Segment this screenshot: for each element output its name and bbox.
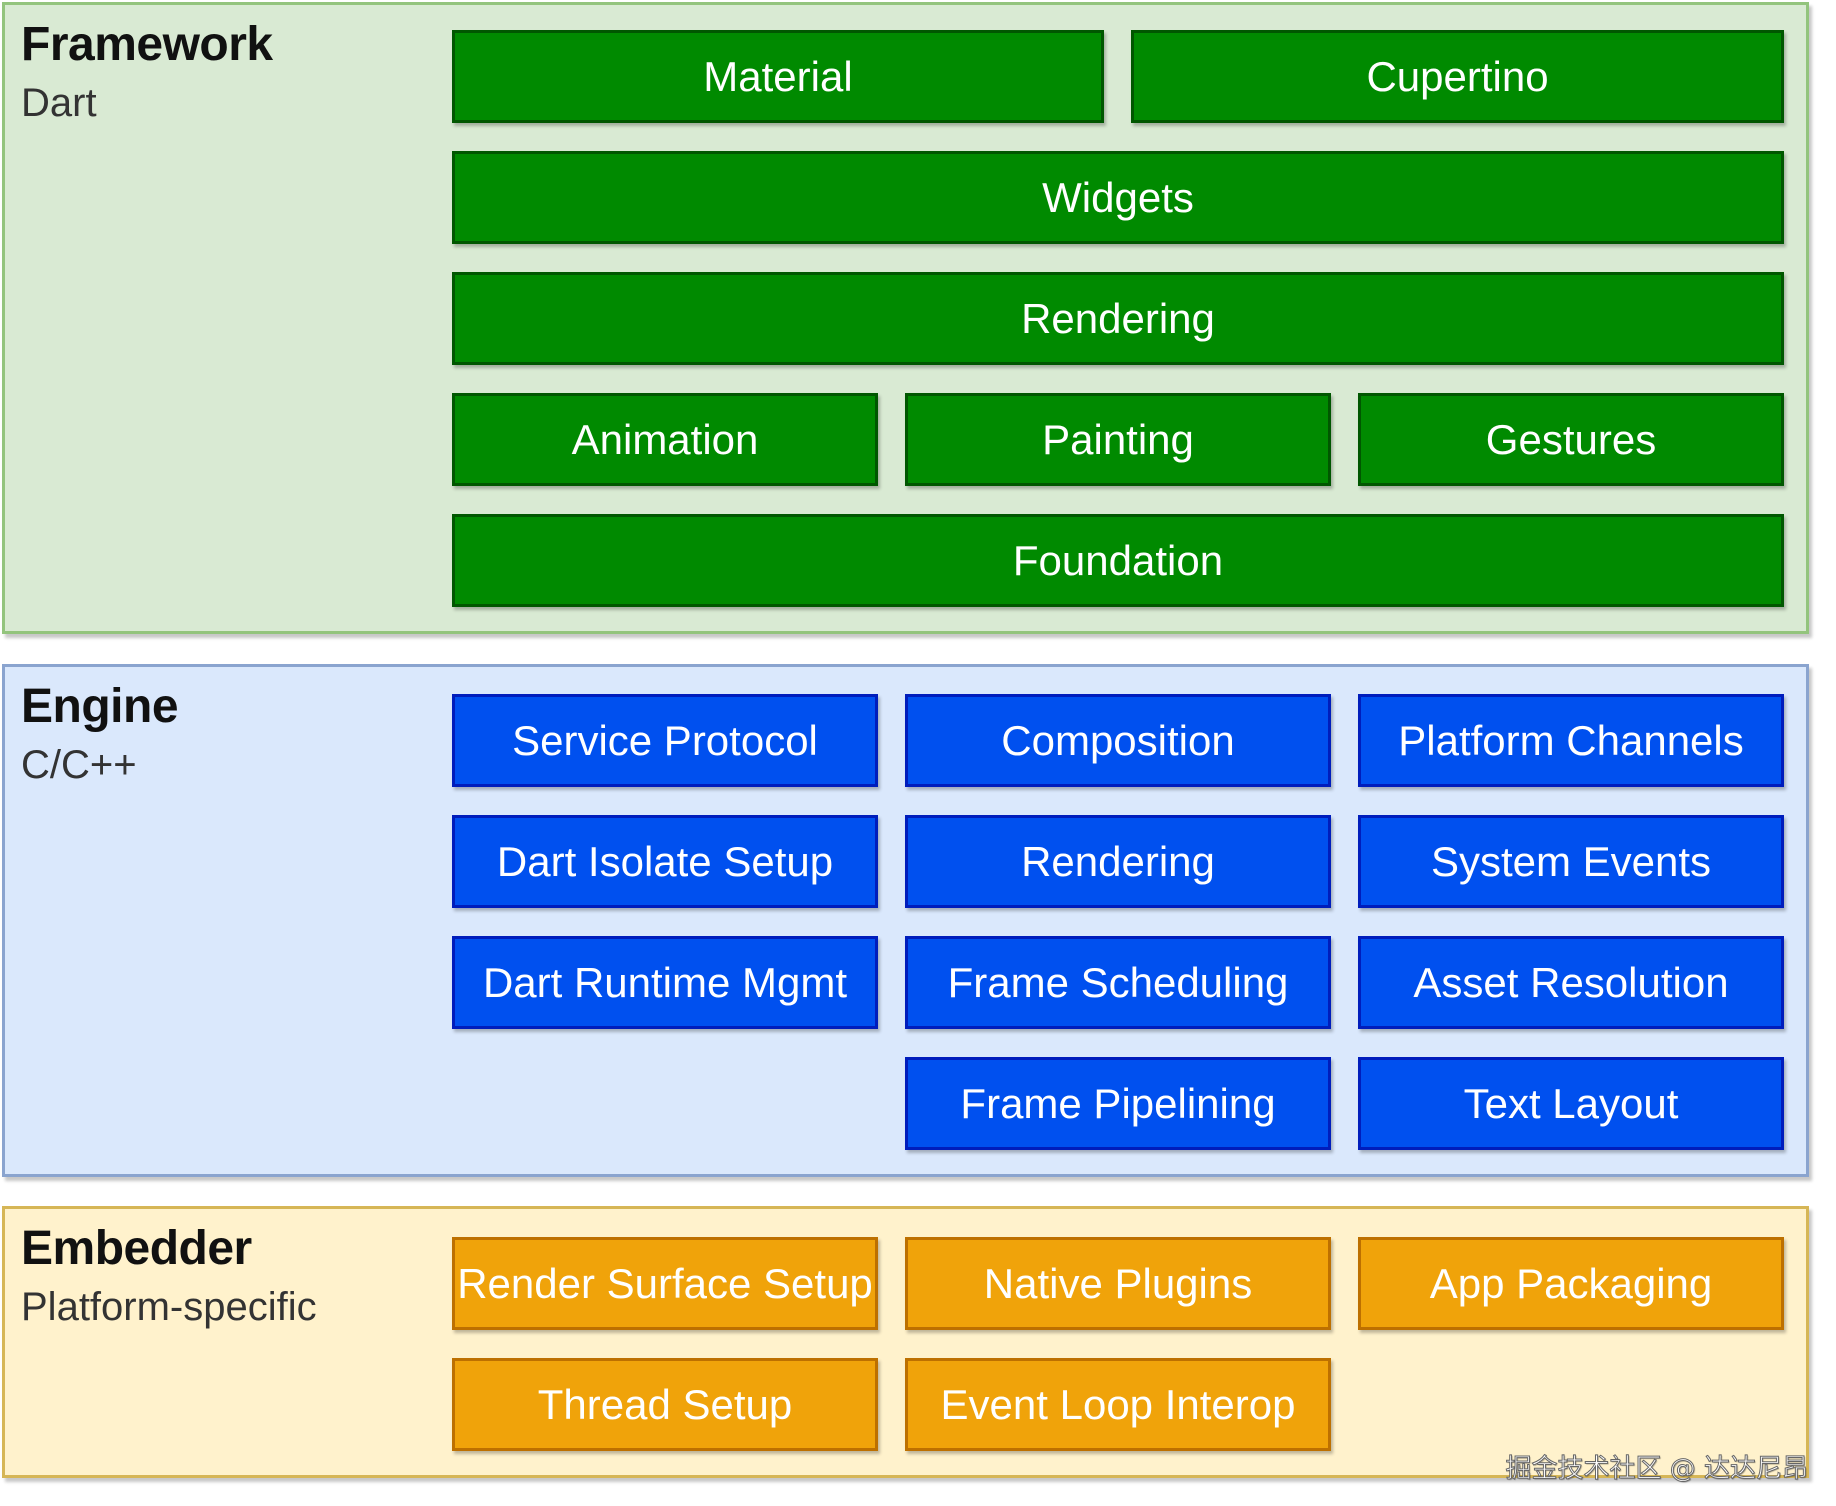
embedder-box-event-loop-interop: Event Loop Interop xyxy=(905,1358,1331,1451)
engine-box-text-layout: Text Layout xyxy=(1358,1057,1784,1150)
framework-box-foundation: Foundation xyxy=(452,514,1784,607)
embedder-box-app-packaging: App Packaging xyxy=(1358,1237,1784,1330)
framework-title: Framework xyxy=(21,18,273,71)
engine-box-platform-channels: Platform Channels xyxy=(1358,694,1784,787)
engine-box-dart-runtime-mgmt: Dart Runtime Mgmt xyxy=(452,936,878,1029)
embedder-subtitle: Platform-specific xyxy=(21,1285,317,1329)
engine-box-dart-isolate-setup: Dart Isolate Setup xyxy=(452,815,878,908)
embedder-box-native-plugins: Native Plugins xyxy=(905,1237,1331,1330)
engine-box-frame-pipelining: Frame Pipelining xyxy=(905,1057,1331,1150)
watermark: 掘金技术社区 @ 达达尼昂 xyxy=(1505,1454,1809,1485)
engine-subtitle: C/C++ xyxy=(21,743,137,787)
framework-box-rendering: Rendering xyxy=(452,272,1784,365)
framework-subtitle: Dart xyxy=(21,81,97,125)
framework-box-painting: Painting xyxy=(905,393,1331,486)
framework-box-gestures: Gestures xyxy=(1358,393,1784,486)
engine-box-rendering: Rendering xyxy=(905,815,1331,908)
framework-box-widgets: Widgets xyxy=(452,151,1784,244)
framework-box-cupertino: Cupertino xyxy=(1131,30,1784,123)
engine-box-frame-scheduling: Frame Scheduling xyxy=(905,936,1331,1029)
engine-box-service-protocol: Service Protocol xyxy=(452,694,878,787)
engine-box-system-events: System Events xyxy=(1358,815,1784,908)
engine-box-asset-resolution: Asset Resolution xyxy=(1358,936,1784,1029)
framework-box-material: Material xyxy=(452,30,1104,123)
embedder-title: Embedder xyxy=(21,1222,252,1275)
embedder-box-render-surface-setup: Render Surface Setup xyxy=(452,1237,878,1330)
framework-box-animation: Animation xyxy=(452,393,878,486)
engine-box-composition: Composition xyxy=(905,694,1331,787)
engine-title: Engine xyxy=(21,680,179,733)
embedder-box-thread-setup: Thread Setup xyxy=(452,1358,878,1451)
